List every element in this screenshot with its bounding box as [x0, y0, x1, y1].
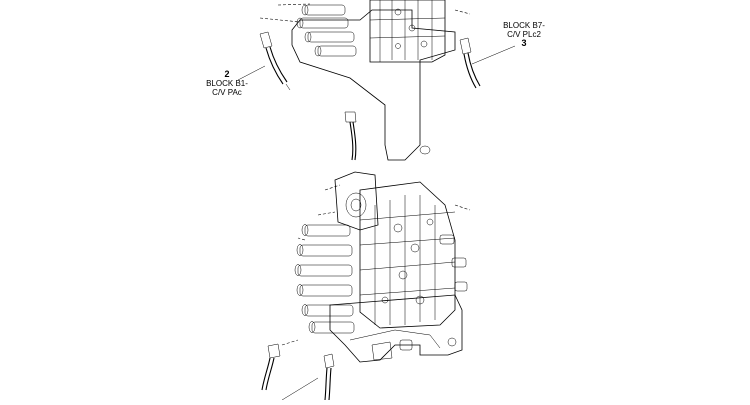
callout-3-line1: BLOCK B7-: [503, 21, 545, 30]
callout-3-line2: C/V PLc2: [507, 30, 541, 39]
callout-2-line1: BLOCK B1-: [206, 79, 248, 88]
hose-3: [459, 37, 481, 89]
leader-line-3: [471, 45, 516, 65]
leader-line-2: [237, 65, 266, 81]
lower-valve-assembly: [294, 171, 471, 363]
upper-valve-assembly: [259, 0, 471, 161]
callout-3-number: 3: [521, 38, 527, 48]
callout-2-line2: C/V PAc: [212, 88, 242, 97]
callout-3: BLOCK B7- C/V PLc2 3: [495, 21, 553, 48]
lower-left-hose: [261, 339, 299, 391]
leader-line-bottom: [281, 377, 319, 401]
lower-center-hose: [323, 353, 335, 401]
hose-2: [259, 31, 291, 91]
callout-2-number: 2: [224, 69, 230, 79]
callout-2: 2 BLOCK B1- C/V PAc: [198, 69, 256, 98]
